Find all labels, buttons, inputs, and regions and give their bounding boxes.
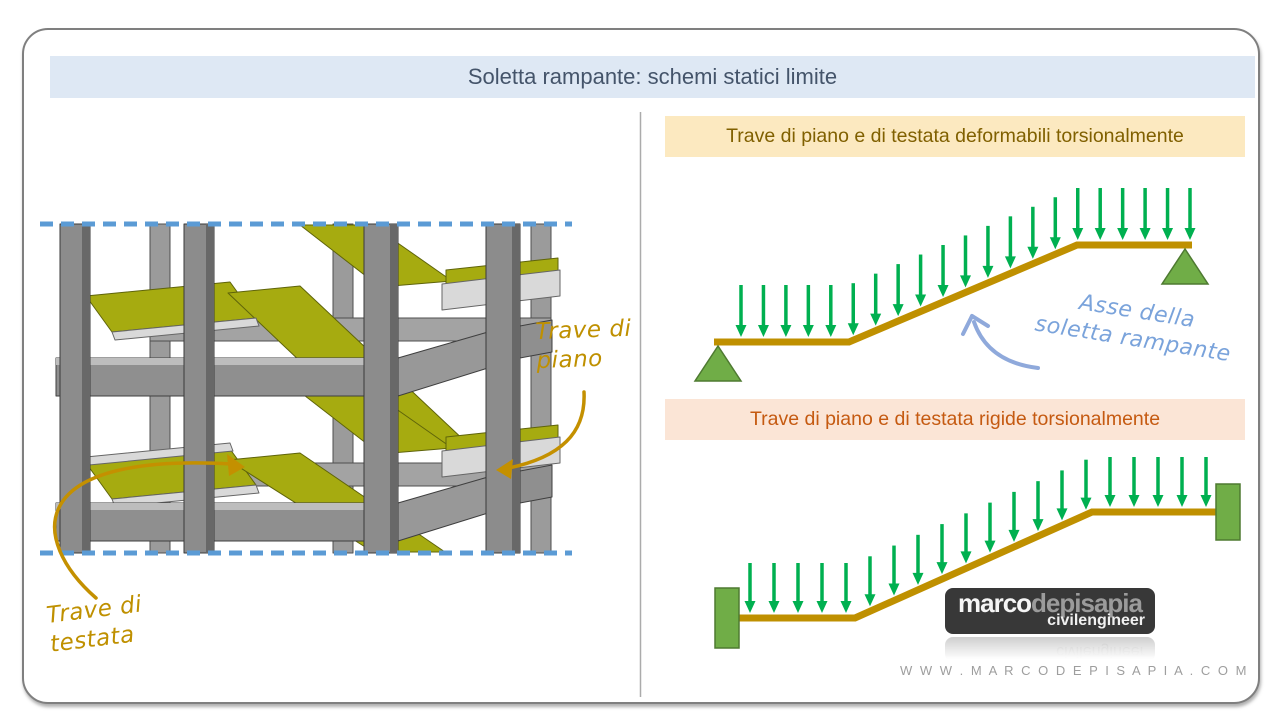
pinned-support-right	[1160, 247, 1210, 285]
arrow-asse-soletta	[961, 314, 1040, 370]
header-rigide-label: Trave di piano e di testata rigide torsi…	[749, 408, 1161, 430]
schema-rigido-load-arrows	[744, 457, 1212, 613]
header-rigide: Trave di piano e di testata rigide torsi…	[665, 399, 1245, 440]
front-beams	[55, 319, 553, 542]
schema-rigido	[714, 457, 1241, 649]
logo-box: marcodepisapia civilengineer	[945, 588, 1155, 635]
schema-deformabile-load-arrows	[735, 188, 1196, 337]
level-dashed-lines	[40, 221, 572, 556]
header-deformabili: Trave di piano e di testata deformabili …	[665, 116, 1245, 157]
website-url: W W W . M A R C O D E P I S A P I A . C …	[900, 663, 1249, 678]
label-trave-di-piano: Trave di piano	[535, 315, 632, 374]
stair-3d-figure	[40, 221, 586, 600]
schema-deformabile-beam-axis	[714, 241, 1192, 346]
logo: marcodepisapia civilengineer civilengine…	[945, 588, 1155, 663]
front-columns	[59, 223, 521, 554]
logo-reflection: civilengineer	[945, 636, 1155, 663]
header-deformabili-label: Trave di piano e di testata deformabili …	[726, 125, 1184, 147]
title-bar: Soletta rampante: schemi statici limite	[50, 56, 1255, 98]
arrow-trave-di-testata-head	[227, 454, 245, 476]
pinned-support-left	[693, 344, 743, 382]
logo-name-bold: marco	[958, 588, 1032, 618]
arrow-trave-di-piano-head	[496, 459, 513, 479]
schema-rigido-beam-axis	[739, 508, 1216, 622]
schema-deformabile	[693, 188, 1210, 382]
logo-subtitle: civilengineer	[1047, 612, 1145, 630]
logo-name-light: depisapia	[1031, 588, 1143, 618]
fixed-support-right	[1215, 483, 1241, 541]
arrow-trave-di-testata	[53, 461, 234, 600]
arrow-trave-di-piano	[502, 390, 586, 471]
fixed-support-left	[714, 587, 740, 649]
page-title: Soletta rampante: schemi statici limite	[467, 64, 838, 89]
static-schemes	[693, 188, 1241, 649]
annotation-arrows-ochre	[53, 390, 586, 600]
